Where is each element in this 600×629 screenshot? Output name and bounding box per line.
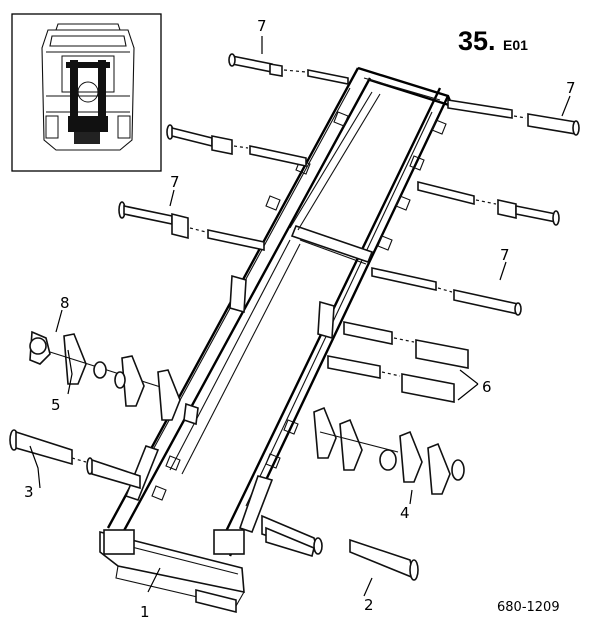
callout-1: 1 xyxy=(140,603,150,621)
callout-7-right-top: 7 xyxy=(566,79,576,97)
truck-chassis-location-icon xyxy=(41,23,135,151)
rod-assembly-mid-right xyxy=(417,180,560,226)
callout-8: 8 xyxy=(60,294,70,312)
callout-6: 6 xyxy=(482,378,492,396)
callout-7-top: 7 xyxy=(257,17,267,35)
chassis-frame xyxy=(99,66,455,614)
brace-left xyxy=(9,429,141,490)
rod-assembly-lower-right xyxy=(371,267,522,316)
callout-2: 2 xyxy=(364,596,374,614)
locator-inset xyxy=(11,13,162,172)
bracket-set-left xyxy=(29,330,181,421)
callout-7-right-mid: 7 xyxy=(500,246,510,264)
page-id-main: 35. xyxy=(458,26,496,56)
bracket-set-right xyxy=(313,406,465,495)
rod-assembly-upper-right xyxy=(447,99,580,136)
callout-7-left-mid: 7 xyxy=(170,173,180,191)
callout-3: 3 xyxy=(24,483,34,501)
sleeve-set xyxy=(327,321,469,403)
rod-assembly-upper-left xyxy=(228,53,349,85)
rod-assembly-lower-left xyxy=(118,201,265,251)
brace-lower-right xyxy=(261,514,419,581)
page-id-suffix: E01 xyxy=(503,37,528,53)
callout-5: 5 xyxy=(51,396,61,414)
drawing-number: 680-1209 xyxy=(497,600,560,615)
leader-lines xyxy=(29,36,571,597)
callouts: 7 7 7 7 8 5 6 3 4 1 2 xyxy=(24,17,576,621)
callout-4: 4 xyxy=(400,504,410,522)
rod-assembly-mid-left xyxy=(166,124,307,167)
